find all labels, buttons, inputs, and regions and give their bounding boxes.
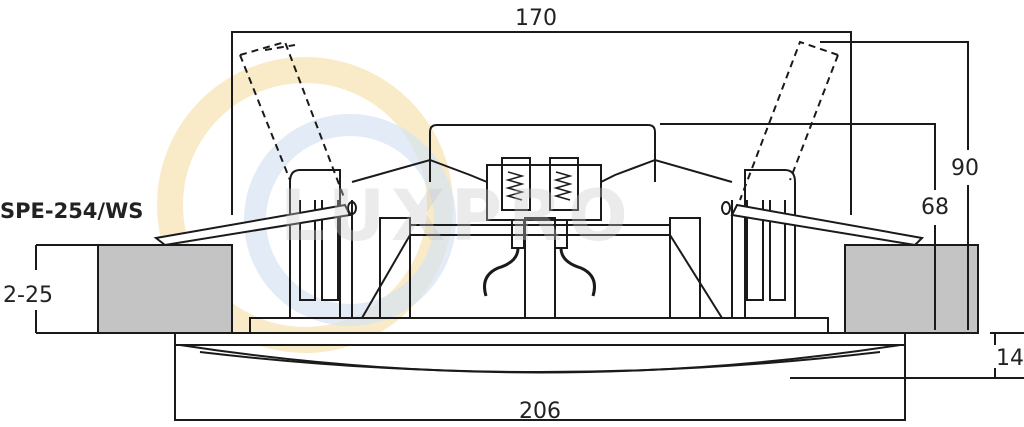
dimension-cutout: 170	[515, 6, 557, 31]
dimension-ceiling-thickness: 2-25	[3, 283, 53, 308]
dimension-body-depth: 68	[921, 195, 949, 220]
dimension-rim-height: 14	[996, 346, 1024, 371]
dimension-outer-diameter: 206	[519, 399, 561, 424]
model-label: SPE-254/WS	[0, 199, 143, 223]
watermark-text: LUXPRO	[280, 175, 634, 257]
dimension-total-depth: 90	[951, 156, 979, 181]
speaker-body	[35, 31, 1024, 421]
ceiling-right	[844, 244, 979, 334]
ceiling-left	[97, 244, 233, 334]
